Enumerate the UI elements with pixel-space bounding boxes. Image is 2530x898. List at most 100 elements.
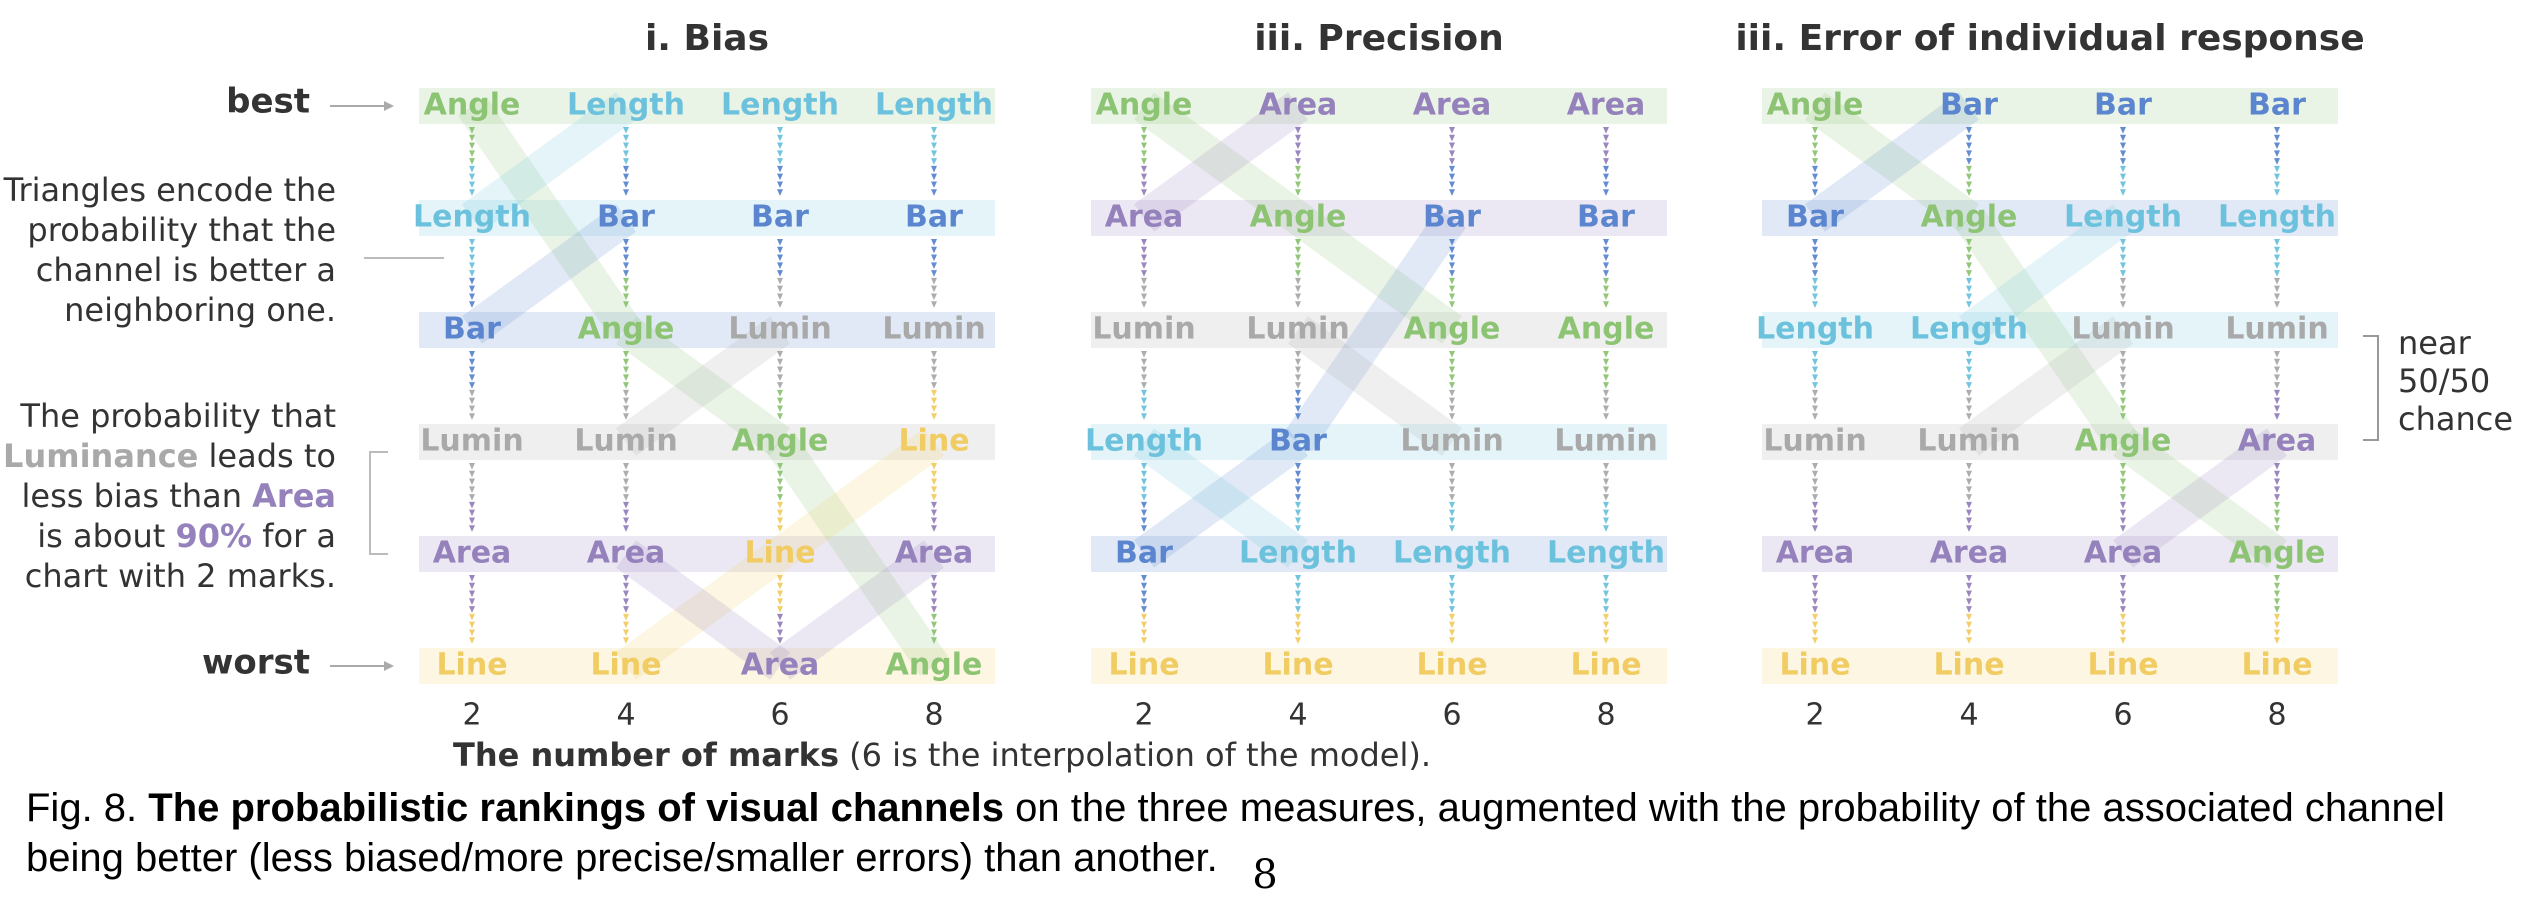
probability-triangle (2274, 598, 2280, 605)
probability-triangle (623, 613, 629, 621)
probability-triangle (1141, 389, 1147, 397)
channel-label: Length (1547, 536, 1665, 571)
probability-triangle (2120, 470, 2126, 478)
note-line: Triangles encode the (3, 171, 336, 209)
probability-triangle (1141, 366, 1147, 374)
probability-triangle (2274, 397, 2280, 405)
probability-triangle (623, 621, 629, 629)
probability-triangle (1449, 165, 1455, 173)
probability-triangle (931, 517, 937, 525)
probability-triangle (931, 621, 937, 629)
rank-change-band (2113, 428, 2287, 568)
probability-triangle (777, 366, 783, 374)
probability-triangle (1295, 463, 1301, 470)
channel-label: Area (1413, 88, 1492, 123)
channel-label: Lumin (420, 424, 523, 459)
probability-triangle (931, 613, 937, 621)
probability-triangle (1603, 293, 1609, 301)
probability-triangle (469, 150, 475, 157)
channel-label: Angle (1250, 200, 1347, 235)
x-axis-label-bold: The number of marks (453, 736, 839, 774)
probability-triangle (2120, 165, 2126, 173)
probability-triangle (777, 254, 783, 262)
channel-mention: Luminance (3, 437, 198, 475)
channel-label: Length (1756, 312, 1874, 347)
probability-triangle (777, 397, 783, 405)
note-text: leads to (198, 437, 336, 475)
probability-triangle (1812, 478, 1818, 486)
probability-triangle (931, 246, 937, 254)
probability-triangle (1295, 285, 1301, 293)
probability-triangle (469, 277, 475, 285)
probability-triangle (777, 486, 783, 493)
probability-triangle (1603, 358, 1609, 366)
probability-triangle (1812, 351, 1818, 358)
probability-triangle (1295, 575, 1301, 582)
probability-triangle (1966, 382, 1972, 389)
probability-triangle (1603, 397, 1609, 405)
note-line: neighboring one. (64, 291, 336, 329)
probability-triangle (1141, 285, 1147, 293)
rank-change-band (616, 540, 790, 680)
x-tick-label: 4 (1959, 698, 1978, 733)
probability-triangle (1141, 517, 1147, 525)
channel-label: Angle (578, 312, 675, 347)
probability-triangle (1812, 463, 1818, 470)
rank-band (1091, 88, 1667, 124)
probability-triangle (931, 127, 937, 134)
note-line: less bias than Area (22, 477, 336, 515)
probability-triangle (1141, 397, 1147, 405)
x-tick-label: 2 (1805, 698, 1824, 733)
x-tick-label: 2 (1134, 698, 1153, 733)
probability-triangle (777, 351, 783, 358)
probability-triangle (1295, 134, 1301, 142)
probability-triangle (623, 358, 629, 366)
probability-triangle (469, 382, 475, 389)
probability-triangle (623, 389, 629, 397)
channel-label: Length (567, 88, 685, 123)
probability-triangle (469, 246, 475, 254)
rank-change-band (1805, 92, 1979, 232)
probability-triangle (2120, 293, 2126, 301)
probability-triangle (2274, 246, 2280, 254)
probability-triangle (623, 397, 629, 405)
probability-triangle (623, 590, 629, 598)
probability-triangle (1966, 374, 1972, 381)
probability-triangle (2120, 389, 2126, 397)
probability-triangle (623, 494, 629, 501)
probability-triangle (777, 463, 783, 470)
probability-triangle (1812, 486, 1818, 493)
rank-change-band (1134, 92, 1308, 232)
probability-triangle (1141, 621, 1147, 629)
probability-triangle (623, 165, 629, 173)
note-text: is about (37, 517, 175, 555)
probability-triangle (1603, 509, 1609, 517)
channel-label: Line (1933, 648, 2004, 683)
probability-triangle (1812, 575, 1818, 582)
probability-triangle (469, 165, 475, 173)
probability-triangle (1295, 501, 1301, 509)
probability-triangle (1295, 358, 1301, 366)
rank-band (1091, 312, 1667, 348)
probability-triangle (1141, 486, 1147, 493)
probability-triangle (1449, 158, 1455, 165)
probability-triangle (2120, 181, 2126, 189)
probability-triangle (1295, 254, 1301, 262)
probability-triangle (2274, 366, 2280, 374)
probability-triangle (931, 158, 937, 165)
probability-triangle (931, 606, 937, 613)
probability-triangle (2274, 270, 2280, 277)
probability-triangle (469, 517, 475, 525)
probability-triangle (2274, 525, 2280, 532)
probability-triangle (623, 181, 629, 189)
probability-triangle (931, 134, 937, 142)
rank-band (419, 88, 995, 124)
probability-triangle (1812, 150, 1818, 157)
probability-triangle (469, 501, 475, 509)
probability-triangle (2120, 590, 2126, 598)
probability-triangle (1449, 127, 1455, 134)
probability-triangle (1812, 382, 1818, 389)
probability-triangle (623, 525, 629, 532)
channel-label: Bar (1423, 200, 1481, 235)
